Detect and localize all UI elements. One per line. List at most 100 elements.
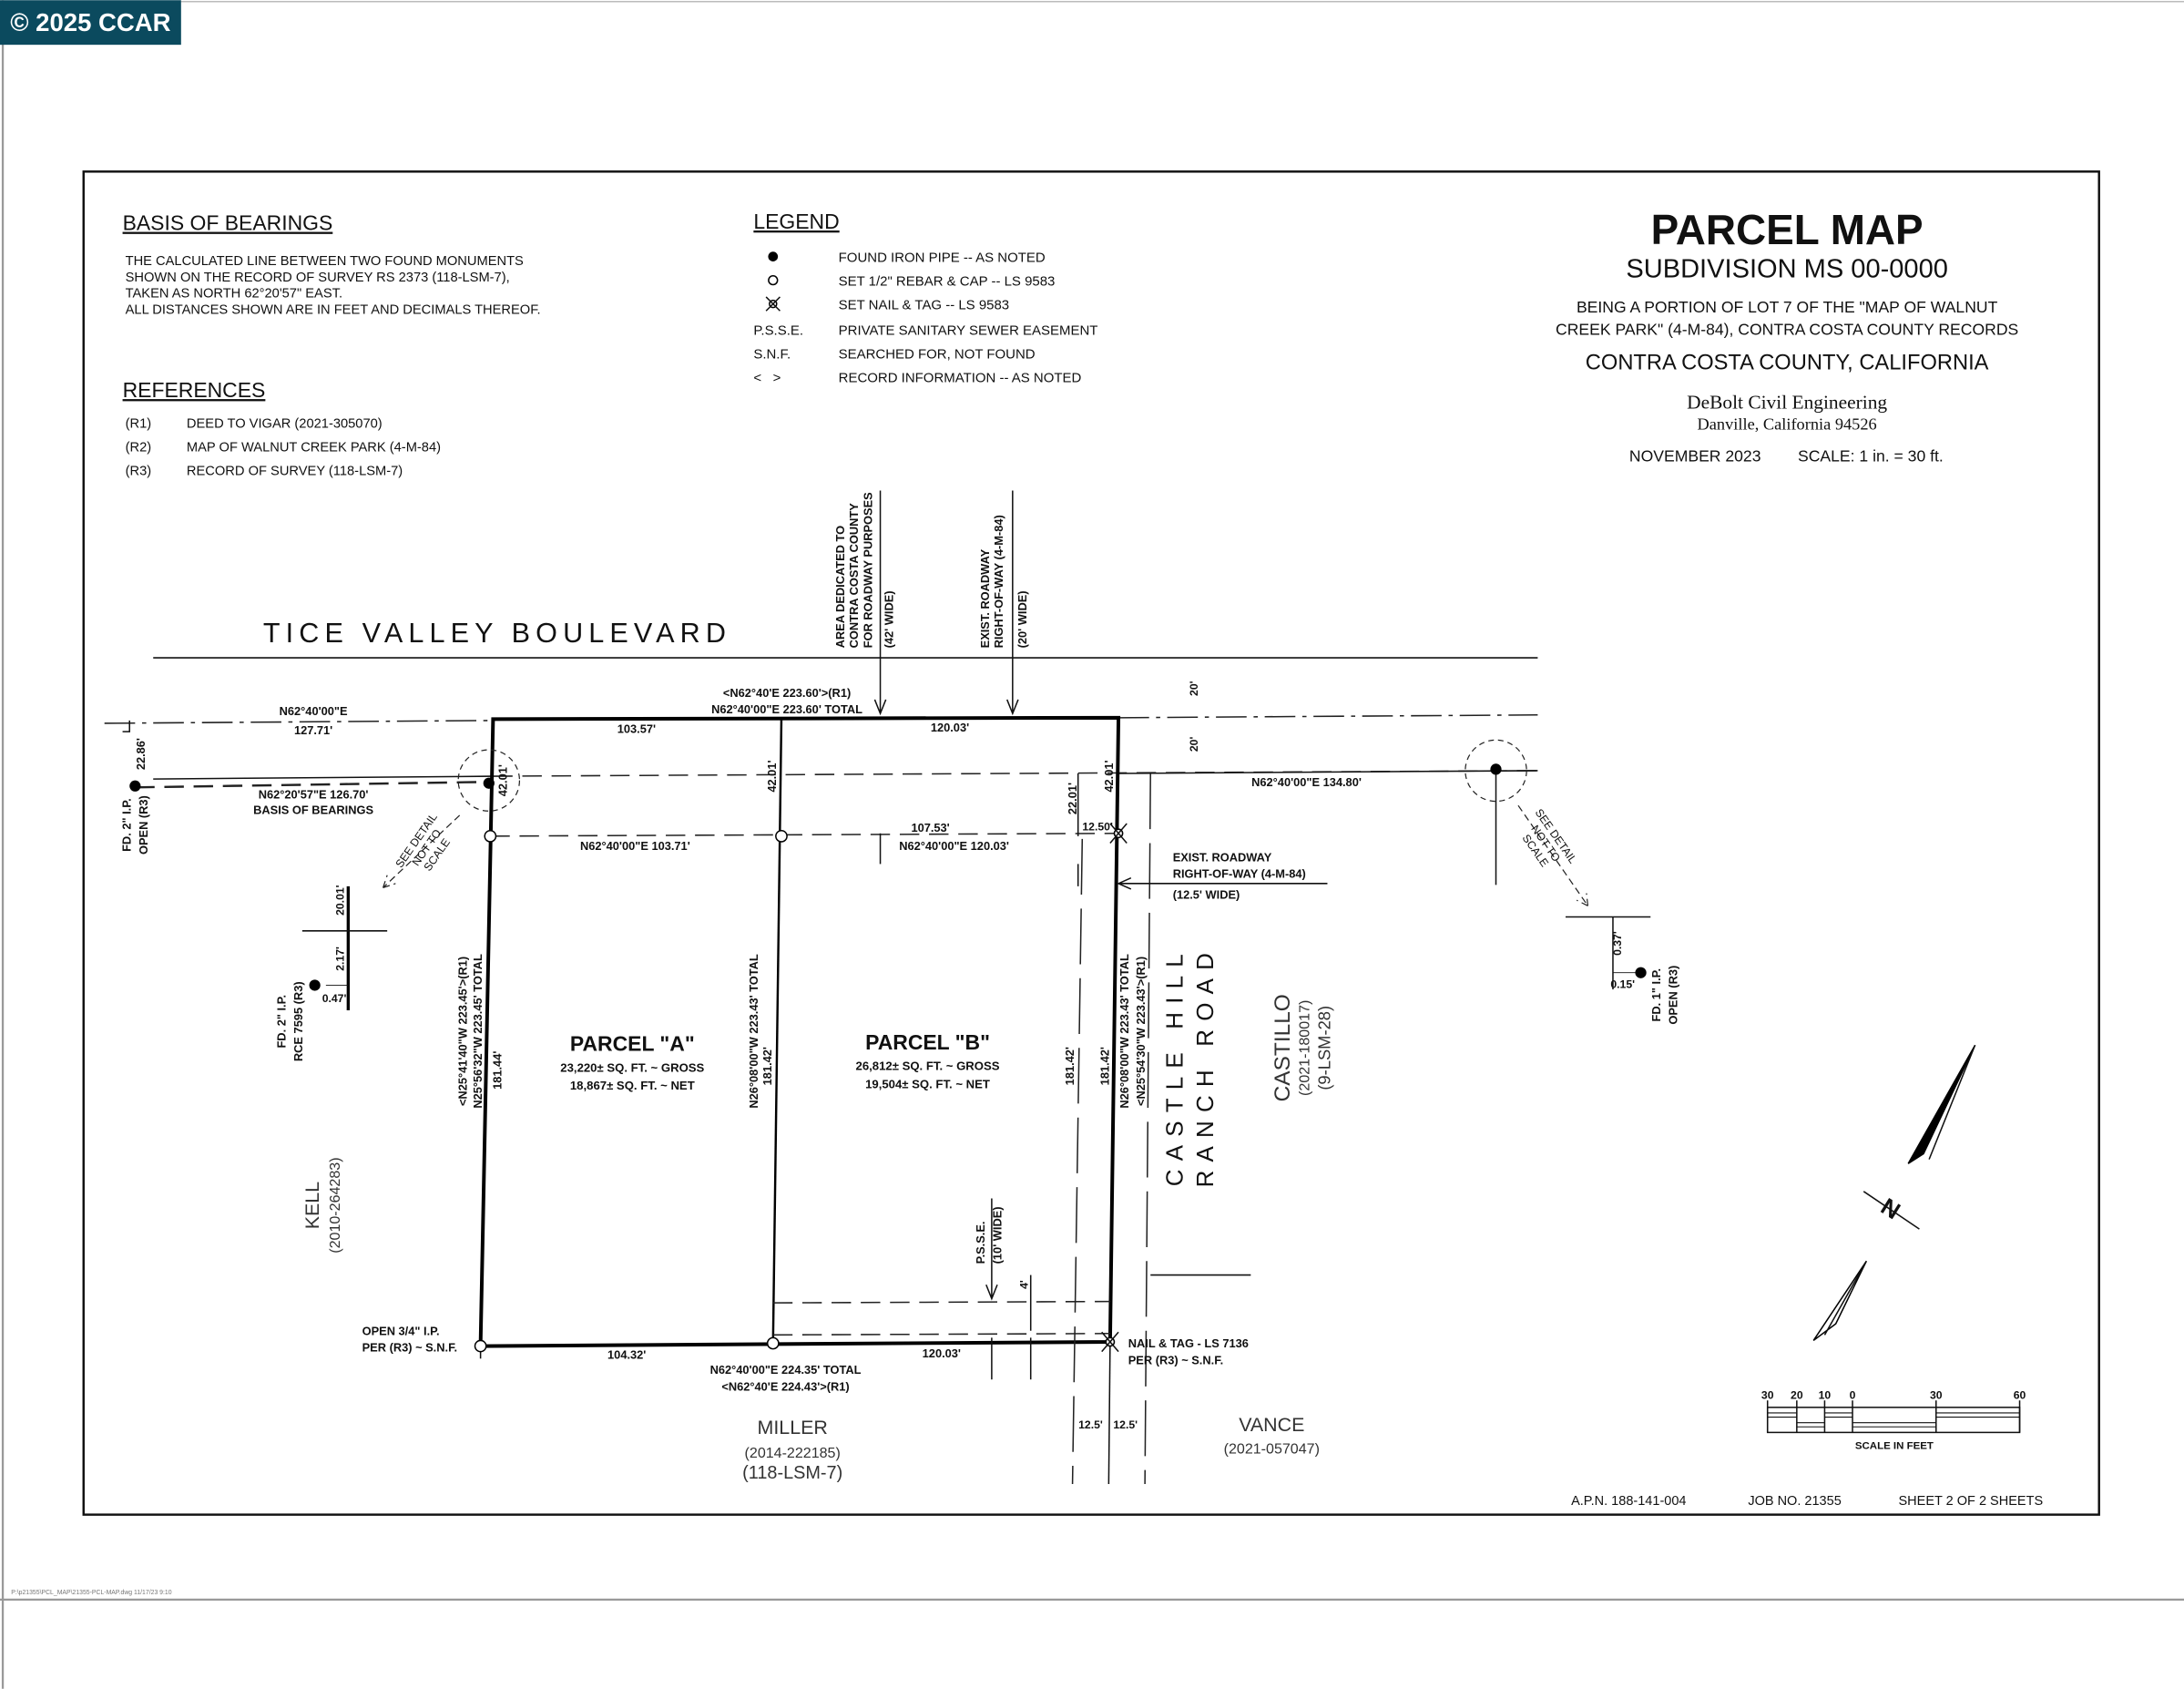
monument-note: FD. 2" I.P. xyxy=(120,798,134,852)
distance-label: 12.5' xyxy=(1078,1418,1103,1431)
legend-text: RECORD INFORMATION -- AS NOTED xyxy=(839,370,1082,385)
owner-doc: (2014-222185) xyxy=(745,1445,841,1461)
corner-note: PER (R3) ~ S.N.F. xyxy=(362,1341,457,1355)
row-label: (20' WIDE) xyxy=(1015,590,1029,648)
legend-text: SEARCHED FOR, NOT FOUND xyxy=(839,346,1036,362)
references-heading: REFERENCES xyxy=(123,378,266,402)
apn: A.P.N. 188-141-004 xyxy=(1571,1494,1686,1509)
row-label: RIGHT-OF-WAY (4-M-84) xyxy=(1173,867,1306,881)
distance-label: 107.53' xyxy=(911,821,949,834)
scale-tick: 30 xyxy=(1930,1389,1943,1402)
corner-note: PER (R3) ~ S.N.F. xyxy=(1128,1353,1223,1367)
street-name-ranch-road: RANCH ROAD xyxy=(1191,945,1219,1187)
street-name-tice-valley: TICE VALLEY BOULEVARD xyxy=(263,618,731,649)
found-iron-pipe-icon xyxy=(483,777,495,789)
nail-tag-icon xyxy=(1109,823,1128,844)
owner-doc: (2021-180017) xyxy=(1297,1000,1313,1096)
owner-doc: (118-LSM-7) xyxy=(742,1463,842,1483)
map-labels: TICE VALLEY BOULEVARD N62°40'00"E 127.71… xyxy=(253,618,2026,1483)
parcel-divider xyxy=(771,719,783,1344)
date: NOVEMBER 2023 xyxy=(1629,446,1761,465)
found-iron-pipe-icon xyxy=(768,251,779,261)
basis-label: BASIS OF BEARINGS xyxy=(253,803,373,816)
detail-circle xyxy=(1465,739,1527,803)
basis-line: ALL DISTANCES SHOWN ARE IN FEET AND DECI… xyxy=(126,302,541,317)
bearing-label: N25°56'32"W 223.45' TOTAL xyxy=(471,954,485,1109)
reference-code: (R3) xyxy=(126,465,152,479)
psse-label: (10' WIDE) xyxy=(991,1206,1005,1264)
parcel-b-gross: 26,812± SQ. FT. ~ GROSS xyxy=(856,1059,1000,1073)
owner-doc: (9-LSM-28) xyxy=(1315,1006,1334,1090)
north-label: N xyxy=(1876,1193,1905,1224)
owner-doc: (2021-057047) xyxy=(1224,1440,1320,1457)
distance-label: 2.17' xyxy=(334,947,347,971)
scale-tick: 0 xyxy=(1850,1389,1856,1402)
distance-label: 120.03' xyxy=(923,1346,961,1360)
monument-note: FD. 2" I.P. xyxy=(275,995,289,1049)
description: BEING A PORTION OF LOT 7 OF THE "MAP OF … xyxy=(1577,298,1998,316)
distance-label: 12.5' xyxy=(1113,1418,1138,1431)
distance-label: 181.42' xyxy=(760,1047,774,1085)
detail-circle xyxy=(457,749,521,812)
legend-abbrev: P.S.S.E. xyxy=(753,322,803,338)
watermark-text: © 2025 CCAR xyxy=(10,8,170,36)
monument-note: RCE 7595 (R3) xyxy=(291,981,305,1061)
map-linework xyxy=(104,490,2021,1484)
nail-tag-icon xyxy=(765,296,781,312)
legend-heading: LEGEND xyxy=(753,210,839,233)
distance-label: 20' xyxy=(1188,737,1200,752)
references: REFERENCES (R1) DEED TO VIGAR (2021-3050… xyxy=(123,378,441,479)
record-label: <N62°40'E 224.43'>(R1) xyxy=(721,1380,849,1394)
basis-line: TAKEN AS NORTH 62°20'57" EAST. xyxy=(126,287,342,302)
distance-label: 20' xyxy=(1188,681,1200,696)
parcel-a-name: PARCEL "A" xyxy=(570,1031,695,1055)
row-label: (12.5' WIDE) xyxy=(1173,888,1240,902)
owner-vance: VANCE xyxy=(1239,1414,1304,1436)
distance-label: 0.37' xyxy=(1611,931,1624,956)
scale-bar xyxy=(1766,1400,2021,1434)
distance-label: 127.71' xyxy=(294,723,332,737)
legend-abbrev: S.N.F. xyxy=(753,346,791,362)
distance-label: 0.15' xyxy=(1610,978,1635,991)
row-label: RIGHT-OF-WAY (4-M-84) xyxy=(992,515,1005,648)
scale-tick: 20 xyxy=(1791,1389,1803,1402)
found-iron-pipe-icon xyxy=(1490,763,1502,775)
dedication-note: AREA DEDICATED TO xyxy=(833,526,847,648)
distance-label: 42.01' xyxy=(1102,760,1116,792)
bearing-label: N62°40'00"E 224.35' TOTAL xyxy=(710,1363,862,1377)
row-label: EXIST. ROADWAY xyxy=(1173,850,1272,864)
dedication-note: (42' WIDE) xyxy=(882,590,895,648)
rebar-cap-icon xyxy=(775,829,788,843)
dedication-note: FOR ROADWAY PURPOSES xyxy=(861,492,874,649)
county: CONTRA COSTA COUNTY, CALIFORNIA xyxy=(1586,351,1989,374)
nail-tag-icon xyxy=(1101,1331,1119,1353)
bearing-label: N62°40'00"E 134.80' xyxy=(1251,775,1362,789)
sheet-number: SHEET 2 OF 2 SHEETS xyxy=(1898,1494,2043,1509)
record-label: <N25°54'30"W 223.43'>(R1) xyxy=(1134,957,1148,1106)
distance-label: 181.42' xyxy=(1063,1047,1077,1085)
owner-castillo: CASTILLO xyxy=(1271,994,1295,1101)
legend-text: SET NAIL & TAG -- LS 9583 xyxy=(839,298,1009,313)
basis-of-bearings: BASIS OF BEARINGS THE CALCULATED LINE BE… xyxy=(123,211,541,318)
north-arrow-icon xyxy=(1812,1044,1976,1342)
street-name-castle-hill: CASTLE HILL xyxy=(1160,946,1188,1186)
rebar-cap-icon xyxy=(768,274,779,286)
scale-tick: 10 xyxy=(1819,1389,1832,1402)
owner-doc: (2010-264283) xyxy=(327,1157,343,1253)
title-block: PARCEL MAP SUBDIVISION MS 00-0000 BEING … xyxy=(1556,206,2018,466)
distance-label: 104.32' xyxy=(607,1347,646,1361)
distance-label: 22.01' xyxy=(1066,783,1079,814)
corner-note: OPEN 3/4" I.P. xyxy=(362,1324,440,1337)
scale-tick: 30 xyxy=(1761,1389,1774,1402)
basis-line: THE CALCULATED LINE BETWEEN TWO FOUND MO… xyxy=(126,254,524,269)
rebar-cap-icon xyxy=(484,829,497,843)
rebar-cap-icon xyxy=(474,1339,487,1353)
parcel-b-name: PARCEL "B" xyxy=(865,1030,990,1054)
reference-text: MAP OF WALNUT CREEK PARK (4-M-84) xyxy=(187,441,441,456)
monument-note: FD. 1" I.P. xyxy=(1649,968,1663,1022)
found-iron-pipe-icon xyxy=(1635,967,1647,978)
file-path: P:\p21355\PCL_MAP\21355-PCL-MAP.dwg 11/1… xyxy=(11,1590,171,1596)
ccar-watermark: © 2025 CCAR xyxy=(0,0,181,46)
monument-note: OPEN (R3) xyxy=(137,795,150,855)
